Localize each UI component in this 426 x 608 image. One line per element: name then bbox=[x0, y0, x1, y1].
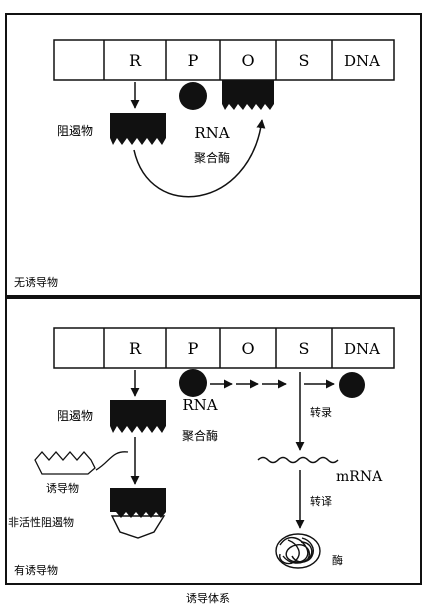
top-bound-repressor bbox=[222, 80, 274, 110]
top-gene-s: S bbox=[299, 51, 310, 70]
bottom-rna-label: RNA bbox=[182, 396, 217, 414]
top-gene-o: O bbox=[241, 51, 254, 70]
top-repressor-label: 阻遏物 bbox=[57, 124, 93, 138]
bottom-gene-dna: DNA bbox=[344, 340, 380, 358]
inducer-tail bbox=[96, 452, 128, 470]
bottom-rna-polymerase-blob bbox=[179, 369, 207, 397]
bottom-gene-r: R bbox=[129, 339, 142, 358]
translation-label: 转译 bbox=[310, 494, 332, 508]
bottom-repressor-label: 阻遏物 bbox=[57, 409, 93, 423]
top-panel-label: 无诱导物 bbox=[14, 275, 58, 289]
mrna-label: mRNA bbox=[336, 469, 383, 485]
bottom-gene-p: P bbox=[188, 339, 199, 358]
enzyme-blob bbox=[276, 534, 320, 568]
top-rna-polymerase-blob bbox=[179, 82, 207, 110]
figure-caption: 诱导体系 bbox=[186, 591, 230, 605]
bottom-dna-strip bbox=[54, 328, 394, 368]
inactive-repressor-inducer bbox=[112, 516, 164, 538]
inducer-shape bbox=[35, 452, 95, 474]
bottom-gene-o: O bbox=[241, 339, 254, 358]
bottom-polymerase-end-blob bbox=[339, 372, 365, 398]
inactive-repressor-label: 非活性阻遏物 bbox=[8, 515, 74, 529]
top-polymerase-label: 聚合酶 bbox=[194, 150, 230, 165]
inactive-repressor-body bbox=[110, 488, 166, 518]
bottom-panel-label: 有诱导物 bbox=[14, 563, 58, 577]
top-gene-p: P bbox=[188, 51, 199, 70]
transcription-label: 转录 bbox=[310, 405, 332, 419]
bottom-polymerase-label: 聚合酶 bbox=[182, 428, 218, 443]
enzyme-label: 酶 bbox=[332, 554, 343, 567]
top-free-repressor bbox=[110, 113, 166, 145]
top-gene-r: R bbox=[129, 51, 142, 70]
mrna-strand bbox=[258, 458, 338, 463]
top-dna-strip bbox=[54, 40, 394, 80]
inducer-label: 诱导物 bbox=[46, 481, 79, 495]
bottom-gene-s: S bbox=[299, 339, 310, 358]
top-gene-dna: DNA bbox=[344, 52, 380, 70]
bottom-free-repressor bbox=[110, 400, 166, 433]
top-rna-label: RNA bbox=[194, 124, 229, 142]
